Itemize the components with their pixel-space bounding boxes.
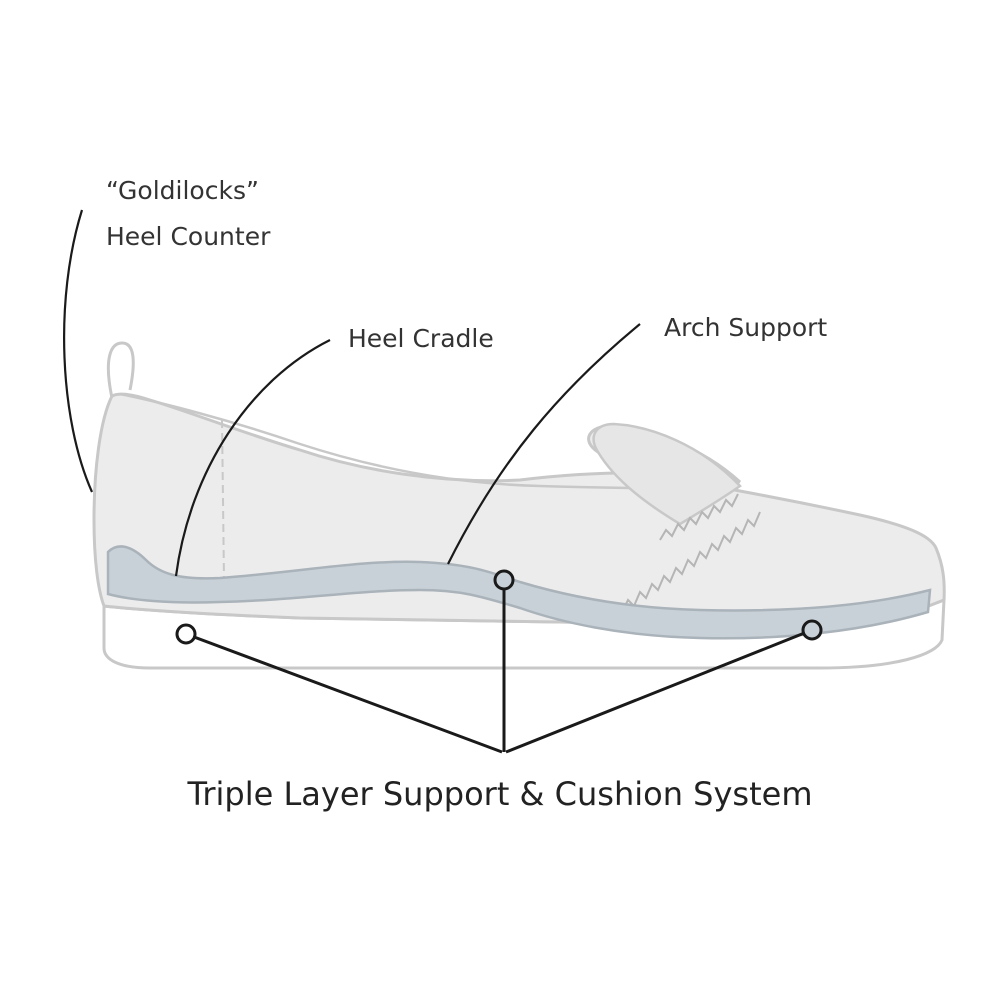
heel-seam bbox=[221, 419, 225, 581]
system-point-mid bbox=[493, 569, 515, 591]
goldilocks-heel-counter-label: “Goldilocks” Heel Counter bbox=[106, 168, 270, 261]
system-leader-heel bbox=[185, 632, 503, 754]
arch-support-label: Arch Support bbox=[664, 313, 828, 342]
footbed-insole bbox=[106, 545, 932, 640]
goldilocks-leader bbox=[63, 209, 94, 493]
zigzag-stitch-upper bbox=[659, 493, 739, 541]
heel-cradle-label: Heel Cradle bbox=[348, 324, 494, 353]
arch-support-leader bbox=[447, 323, 641, 565]
heel-cradle-leader bbox=[174, 339, 331, 577]
zigzag-stitch bbox=[621, 511, 761, 613]
heel-pull-loop bbox=[106, 341, 135, 399]
system-point-toe bbox=[801, 619, 823, 641]
goldilocks-label-line1: “Goldilocks” bbox=[106, 176, 259, 205]
goldilocks-label-line2: Heel Counter bbox=[106, 222, 271, 252]
collar-outline bbox=[119, 392, 721, 492]
gore-panel bbox=[592, 422, 742, 526]
triple-layer-system-label: Triple Layer Support & Cushion System bbox=[187, 775, 813, 813]
system-point-heel bbox=[175, 623, 197, 645]
system-leader-toe bbox=[505, 628, 813, 754]
